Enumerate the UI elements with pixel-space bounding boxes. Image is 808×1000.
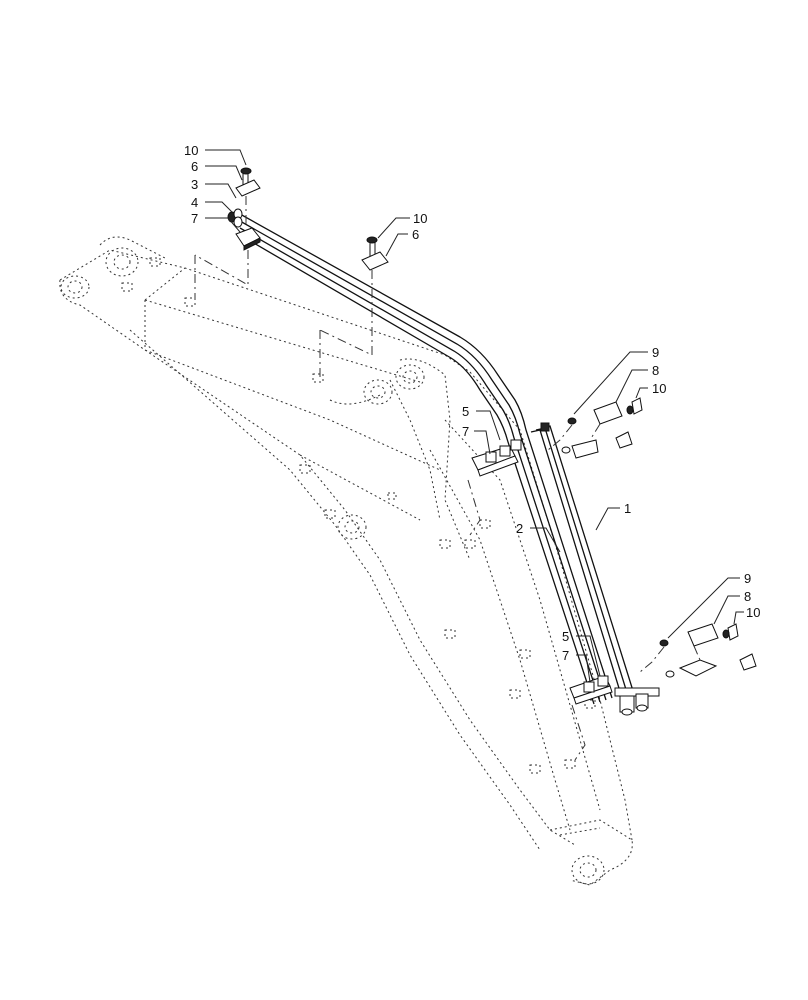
callout-8-lower: 8 — [744, 589, 751, 604]
clamp-assembly-left — [194, 167, 261, 300]
boom-outline — [59, 236, 633, 886]
callout-10-upper: 10 — [652, 381, 666, 396]
clamp-set-upper — [467, 439, 522, 536]
callout-10-top-middle: 10 — [413, 211, 427, 226]
callout-10-lower: 10 — [746, 605, 760, 620]
callout-6-top-middle: 6 — [412, 227, 419, 242]
clamp-assembly-middle — [319, 236, 389, 378]
callout-7-lower: 7 — [562, 648, 569, 663]
callout-8-upper: 8 — [652, 363, 659, 378]
bracket-upper — [547, 397, 643, 459]
callout-3: 3 — [191, 177, 198, 192]
callout-5-upper: 5 — [462, 404, 469, 419]
top-fittings — [227, 208, 550, 432]
callout-7-upper: 7 — [462, 424, 469, 439]
callout-9-upper: 9 — [652, 345, 659, 360]
boom-pivots — [60, 247, 605, 885]
bracket-lower — [639, 623, 757, 678]
callout-5-lower: 5 — [562, 629, 569, 644]
hose-bundle — [239, 213, 635, 705]
callout-10-top-left: 10 — [184, 143, 198, 158]
callout-7-top-left: 7 — [191, 211, 198, 226]
callout-leaders — [205, 149, 744, 683]
callout-6-top-left: 6 — [191, 159, 198, 174]
callout-9-lower: 9 — [744, 571, 751, 586]
callout-4: 4 — [191, 195, 198, 210]
callout-1: 1 — [624, 501, 631, 516]
callout-2: 2 — [516, 521, 523, 536]
clamp-set-lower — [569, 675, 613, 761]
callout-labels: 10 6 3 4 7 10 6 9 8 10 5 7 1 2 9 8 10 5 … — [184, 143, 760, 663]
lower-fittings — [614, 687, 660, 716]
